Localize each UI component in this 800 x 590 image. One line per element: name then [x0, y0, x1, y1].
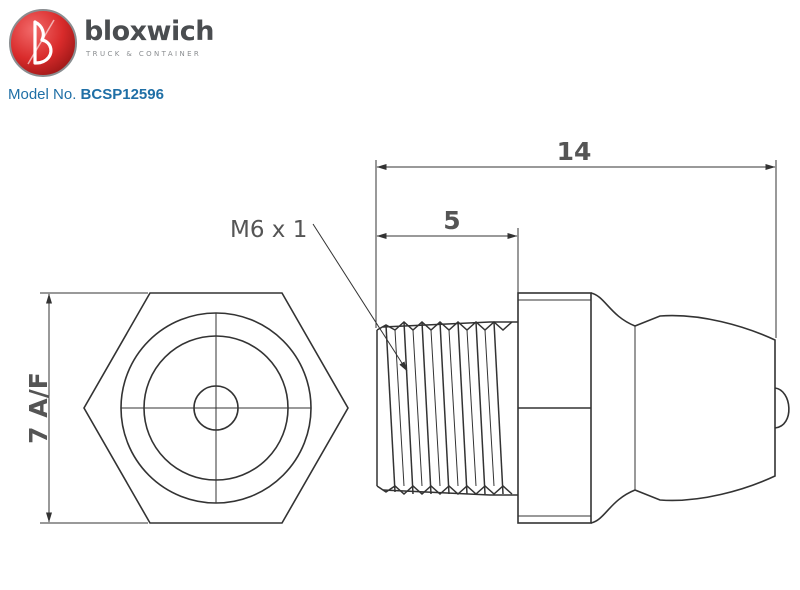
model-number: BCSP12596	[80, 86, 164, 103]
brand-tagline: TRUCK & CONTAINER	[86, 50, 202, 58]
thread-spec-label: M6 x 1	[230, 217, 307, 243]
overall-length-dimension	[375, 160, 777, 338]
header: bloxwich TRUCK & CONTAINER Model No. BCS…	[0, 0, 800, 110]
thread-length-dimension	[376, 228, 519, 293]
across-flats-label: 7 A/F	[24, 372, 53, 444]
overall-length-label: 14	[557, 137, 592, 166]
model-label: Model No.	[8, 86, 77, 103]
thread-length-label: 5	[443, 206, 460, 235]
across-flats-dimension	[40, 292, 148, 524]
thread-spec-leader	[312, 223, 408, 372]
bloxwich-logo-icon	[9, 9, 77, 77]
model-number-line: Model No. BCSP12596	[8, 87, 164, 102]
hex-outline	[83, 292, 349, 524]
thread-teeth	[376, 320, 513, 496]
brand-name: bloxwich	[84, 16, 214, 47]
hex-end-view	[83, 292, 349, 524]
